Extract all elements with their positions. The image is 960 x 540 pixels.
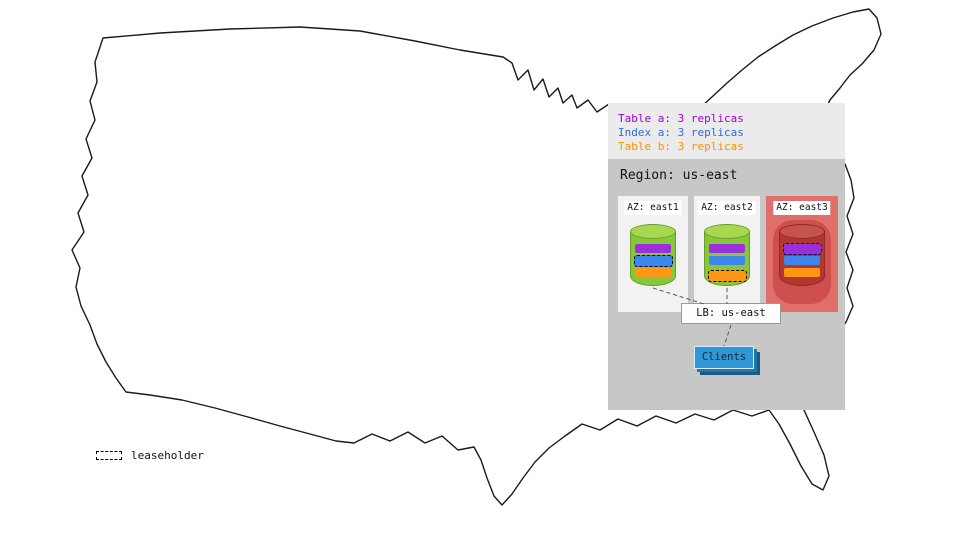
- clients-label: Clients: [701, 351, 747, 363]
- summary-table-b: Table b: 3 replicas: [618, 140, 744, 153]
- replica-table-b: [784, 268, 820, 277]
- replica-table-b-leaseholder: [707, 270, 747, 282]
- replica-index-a: [709, 256, 745, 265]
- region-title: Region: us-east: [620, 168, 738, 183]
- region-panel: Region: us-east AZ: east1 AZ: east2: [608, 159, 845, 410]
- clients-node: Clients: [694, 346, 754, 369]
- az-east3: AZ: east3: [766, 196, 838, 312]
- leaseholder-key-label: leaseholder: [131, 449, 204, 462]
- az-east1: AZ: east1: [618, 196, 688, 312]
- cylinder-top: [704, 224, 750, 239]
- replica-index-a: [784, 256, 820, 265]
- load-balancer: LB: us-east: [681, 303, 781, 324]
- az-east2: AZ: east2: [694, 196, 760, 312]
- cylinder-top: [630, 224, 676, 239]
- leaseholder-swatch-icon: [96, 451, 122, 460]
- replica-index-a-leaseholder: [633, 254, 673, 267]
- replica-table-a: [709, 244, 745, 253]
- summary-index-a: Index a: 3 replicas: [618, 126, 744, 139]
- az-east1-label: AZ: east1: [624, 201, 682, 215]
- database-node-east2: [704, 224, 750, 286]
- replica-table-a: [635, 244, 671, 253]
- replica-summary-panel: Table a: 3 replicas Index a: 3 replicas …: [608, 103, 845, 159]
- replica-table-a-leaseholder: [782, 242, 822, 255]
- database-node-east3: [779, 224, 825, 286]
- az-east3-label: AZ: east3: [773, 201, 831, 215]
- cylinder-top: [779, 224, 825, 239]
- database-node-east1: [630, 224, 676, 286]
- replica-table-b: [635, 268, 671, 277]
- leaseholder-key: leaseholder: [96, 449, 204, 462]
- summary-table-a: Table a: 3 replicas: [618, 112, 744, 125]
- az-east2-label: AZ: east2: [698, 201, 756, 215]
